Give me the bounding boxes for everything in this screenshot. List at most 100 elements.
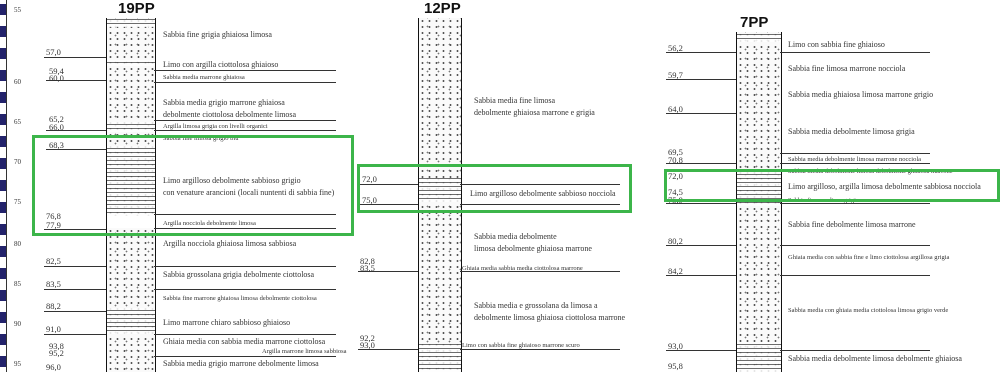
depth-label: 65,2 bbox=[49, 114, 64, 124]
scale-segment bbox=[0, 180, 6, 191]
depth-line bbox=[666, 52, 736, 53]
depth-label: 68,3 bbox=[49, 140, 64, 150]
depth-label: 72,0 bbox=[362, 174, 377, 184]
clay-layer bbox=[107, 122, 155, 132]
silt-layer bbox=[107, 19, 155, 27]
layer-description: Sabbia fine debolmente limosa marrone bbox=[788, 220, 916, 229]
clay-layer bbox=[107, 216, 155, 228]
depth-label: 75,0 bbox=[362, 195, 377, 205]
scale-segment bbox=[0, 246, 6, 257]
highlight-box-12pp bbox=[357, 164, 632, 213]
depth-label: 56,2 bbox=[668, 43, 683, 53]
layer-line bbox=[154, 130, 336, 131]
depth-line bbox=[666, 163, 736, 164]
layer-line bbox=[780, 275, 930, 276]
layer-description: Limo argilloso debolmente sabbioso grigi… bbox=[163, 176, 301, 185]
depth-scale bbox=[0, 0, 7, 372]
layer-line bbox=[780, 203, 930, 204]
layer-description: Argilla marrone limosa sabbiosa bbox=[262, 348, 347, 355]
layer-description: Limo con sabbia fine ghiaioso bbox=[788, 40, 885, 49]
layer-description: Sabbia media grigio marrone debolmente l… bbox=[163, 359, 319, 368]
scale-segment bbox=[0, 4, 6, 15]
scale-label: 85 bbox=[14, 280, 21, 288]
layer-description: limosa debolmente ghiaiosa marrone bbox=[474, 244, 592, 253]
scale-label: 65 bbox=[14, 118, 21, 126]
highlight-box-19pp bbox=[32, 135, 354, 236]
scale-label: 80 bbox=[14, 240, 21, 248]
depth-label: 80,2 bbox=[668, 236, 683, 246]
scale-segment bbox=[0, 290, 6, 301]
depth-line bbox=[360, 184, 418, 185]
scale-label: 90 bbox=[14, 320, 21, 328]
layer-description: Sabbia media debolmente limosa grigia bbox=[788, 127, 915, 136]
scale-segment bbox=[0, 312, 6, 323]
layer-line bbox=[780, 350, 930, 351]
silt-layer bbox=[107, 308, 155, 334]
highlight-box-7pp bbox=[664, 169, 1000, 202]
layer-line bbox=[780, 245, 930, 246]
silt-layer bbox=[419, 344, 461, 372]
depth-line bbox=[360, 204, 418, 205]
depth-label: 96,0 bbox=[46, 362, 61, 372]
depth-label: 64,0 bbox=[668, 104, 683, 114]
scale-label: 75 bbox=[14, 198, 21, 206]
silt-layer bbox=[107, 146, 155, 216]
depth-label: 93,0 bbox=[668, 341, 683, 351]
layer-description: Limo con argilla ciottolosa ghiaioso bbox=[163, 60, 279, 69]
layer-line bbox=[460, 271, 620, 272]
layer-description: Limo argilloso, argilla limosa debolment… bbox=[788, 182, 981, 191]
scale-segment bbox=[0, 334, 6, 345]
layer-description: Sabbia fine grigia ghiaiosa limosa bbox=[163, 30, 272, 39]
depth-label: 91,0 bbox=[46, 324, 61, 334]
column-title-12pp: 12PP bbox=[424, 0, 461, 17]
layer-description: Sabbia fine limosa grigio blu bbox=[163, 135, 239, 142]
depth-label: 69,5 bbox=[668, 147, 683, 157]
layer-description: Ghiaia media con sabbia fine e limo ciot… bbox=[788, 254, 950, 261]
silt-layer bbox=[737, 34, 781, 42]
layer-description: Sabbia fine limosa marrone nocciola bbox=[788, 64, 906, 73]
depth-label: 83,5 bbox=[46, 279, 61, 289]
depth-line bbox=[666, 350, 736, 351]
layer-description: debolmente ghiaiosa marrone e grigia bbox=[474, 108, 595, 117]
scale-segment bbox=[0, 202, 6, 213]
layer-line bbox=[154, 214, 336, 215]
layer-line bbox=[154, 356, 336, 357]
depth-line bbox=[666, 275, 736, 276]
layer-description: Sabbia media debolmente limosa marrone n… bbox=[788, 156, 922, 163]
scale-segment bbox=[0, 136, 6, 147]
depth-label: 77,9 bbox=[46, 220, 61, 230]
depth-line bbox=[666, 79, 736, 80]
layer-line bbox=[460, 349, 620, 350]
depth-line bbox=[44, 311, 106, 312]
layer-line bbox=[460, 204, 620, 205]
depth-line bbox=[46, 149, 106, 150]
silt-layer bbox=[419, 178, 461, 202]
layer-description: Argilla limosa grigia con livelli organi… bbox=[163, 123, 268, 130]
layer-description: Argilla nocciola ghiaiosa limosa sabbios… bbox=[163, 239, 297, 248]
layer-line bbox=[154, 82, 336, 83]
depth-label: 57,0 bbox=[46, 47, 61, 57]
layer-description: Sabbia media marrone ghiaiosa bbox=[163, 74, 245, 81]
depth-label: 95,2 bbox=[49, 348, 64, 358]
scale-segment bbox=[0, 26, 6, 37]
layer-description: Sabbia media fine limosa bbox=[474, 96, 556, 105]
layer-description: Sabbia media e grossolana da limosa a bbox=[474, 301, 598, 310]
layer-description: Ghiaia media sabbia media ciottolosa mar… bbox=[462, 265, 583, 272]
layer-description: Sabbia grossolana grigia debolmente ciot… bbox=[163, 270, 315, 279]
layer-description: Limo con sabbia fine ghiaioso marrone sc… bbox=[462, 342, 580, 349]
depth-line bbox=[358, 271, 418, 272]
scale-segment bbox=[0, 356, 6, 367]
depth-label: 72,0 bbox=[668, 171, 683, 181]
layer-description: con venature arancioni (locali nuntenti … bbox=[163, 188, 335, 197]
depth-label: 82,8 bbox=[360, 256, 375, 266]
layer-line bbox=[154, 120, 336, 121]
depth-line bbox=[46, 130, 106, 131]
scale-segment bbox=[0, 48, 6, 59]
depth-label: 93,8 bbox=[49, 341, 64, 351]
layer-description: Sabbia media grigio marrone ghiaiosa bbox=[163, 98, 285, 107]
depth-line bbox=[46, 80, 106, 81]
layer-description: Sabbia media debolmente bbox=[474, 232, 557, 241]
depth-label: 70,8 bbox=[668, 155, 683, 165]
depth-label: 95,8 bbox=[668, 361, 683, 371]
layer-line bbox=[460, 184, 620, 185]
